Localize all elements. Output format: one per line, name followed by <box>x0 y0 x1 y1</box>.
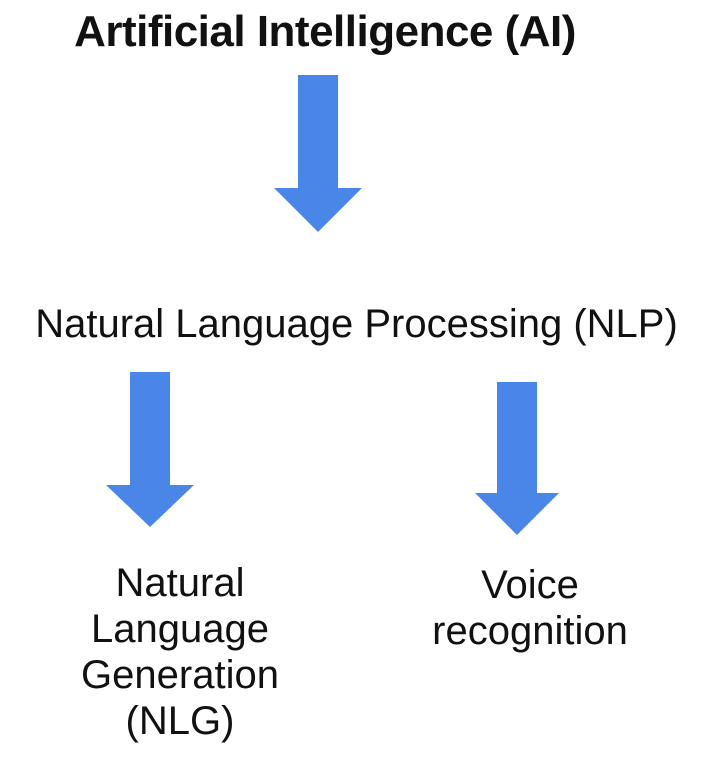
node-voice-line-2: recognition <box>432 609 628 653</box>
node-natural-language-processing: Natural Language Processing (NLP) <box>35 302 678 346</box>
arrow-nlp-to-nlg <box>106 372 194 527</box>
node-nlg-line-3: Generation <box>81 653 279 697</box>
down-arrow-icon <box>106 372 194 527</box>
arrow-root-to-nlp <box>274 75 362 232</box>
node-voice-recognition: Voice recognition <box>395 562 665 654</box>
node-nlg-line-4: (NLG) <box>125 699 235 743</box>
node-voice-line-1: Voice <box>481 563 579 607</box>
node-natural-language-generation: Natural Language Generation (NLG) <box>60 560 300 744</box>
down-arrow-icon <box>475 382 559 535</box>
arrow-nlp-to-voice <box>475 382 559 535</box>
node-nlg-line-2: Language <box>91 607 269 651</box>
node-artificial-intelligence: Artificial Intelligence (AI) <box>74 7 576 56</box>
down-arrow-icon <box>274 75 362 232</box>
node-nlg-line-1: Natural <box>115 561 245 605</box>
